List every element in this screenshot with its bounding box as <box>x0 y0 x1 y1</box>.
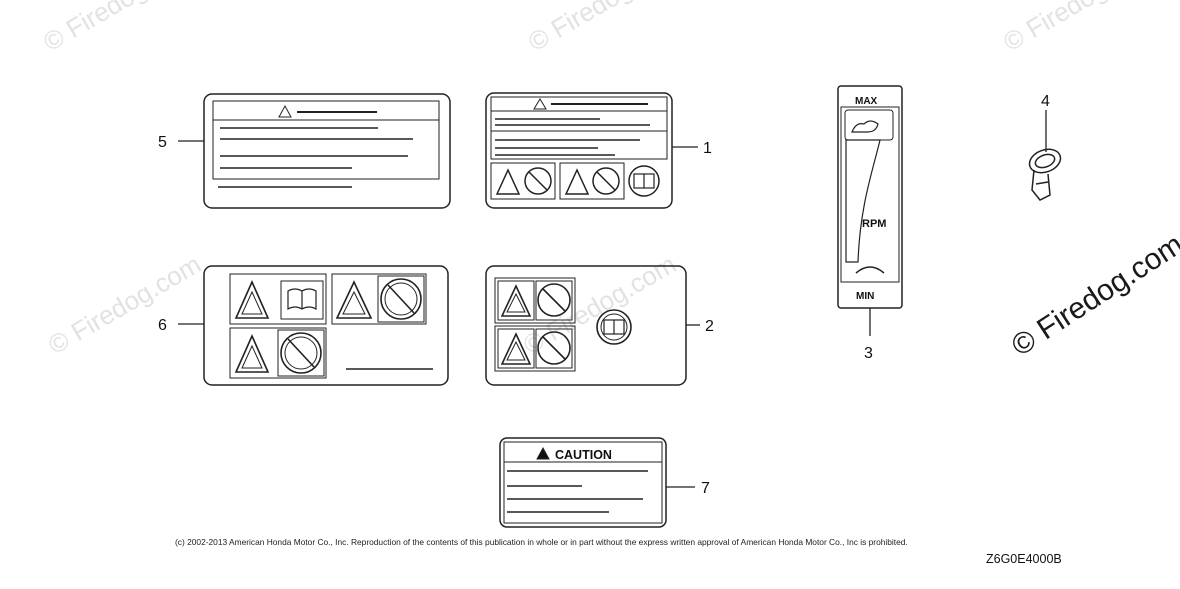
part-2-label[interactable] <box>485 265 687 386</box>
part-7-caution-label[interactable] <box>499 437 667 528</box>
part-5-label[interactable] <box>203 93 451 209</box>
watermark-faint: © Firedog.com <box>43 249 206 360</box>
max-label: MAX <box>855 96 878 107</box>
callout-2[interactable]: 2 <box>705 318 714 335</box>
part-3-throttle-label[interactable] <box>837 85 903 336</box>
drawing-code: Z6G0E4000B <box>986 552 1062 566</box>
copyright-notice: (c) 2002-2013 American Honda Motor Co., … <box>175 537 908 547</box>
part-1-label[interactable] <box>485 92 673 209</box>
callout-3[interactable]: 3 <box>864 345 873 362</box>
callout-6[interactable]: 6 <box>158 317 167 334</box>
min-label: MIN <box>856 291 874 302</box>
watermark-faint: © Firedog.com <box>998 0 1161 57</box>
caution-heading: CAUTION <box>555 448 612 462</box>
callout-1[interactable]: 1 <box>703 140 712 157</box>
part-6-label[interactable] <box>203 265 449 386</box>
rpm-label: RPM <box>862 218 886 230</box>
watermark-main: © Firedog.com <box>1006 228 1180 363</box>
part-4-clip[interactable] <box>1026 110 1064 201</box>
watermark-faint: © Firedog.com <box>38 0 201 57</box>
callout-7[interactable]: 7 <box>701 480 710 497</box>
callout-4[interactable]: 4 <box>1041 93 1050 110</box>
watermark-faint: © Firedog.com <box>523 0 686 57</box>
watermark-faint-group: © Firedog.com © Firedog.com © Firedog.co… <box>38 0 1161 360</box>
callout-5[interactable]: 5 <box>158 134 167 151</box>
